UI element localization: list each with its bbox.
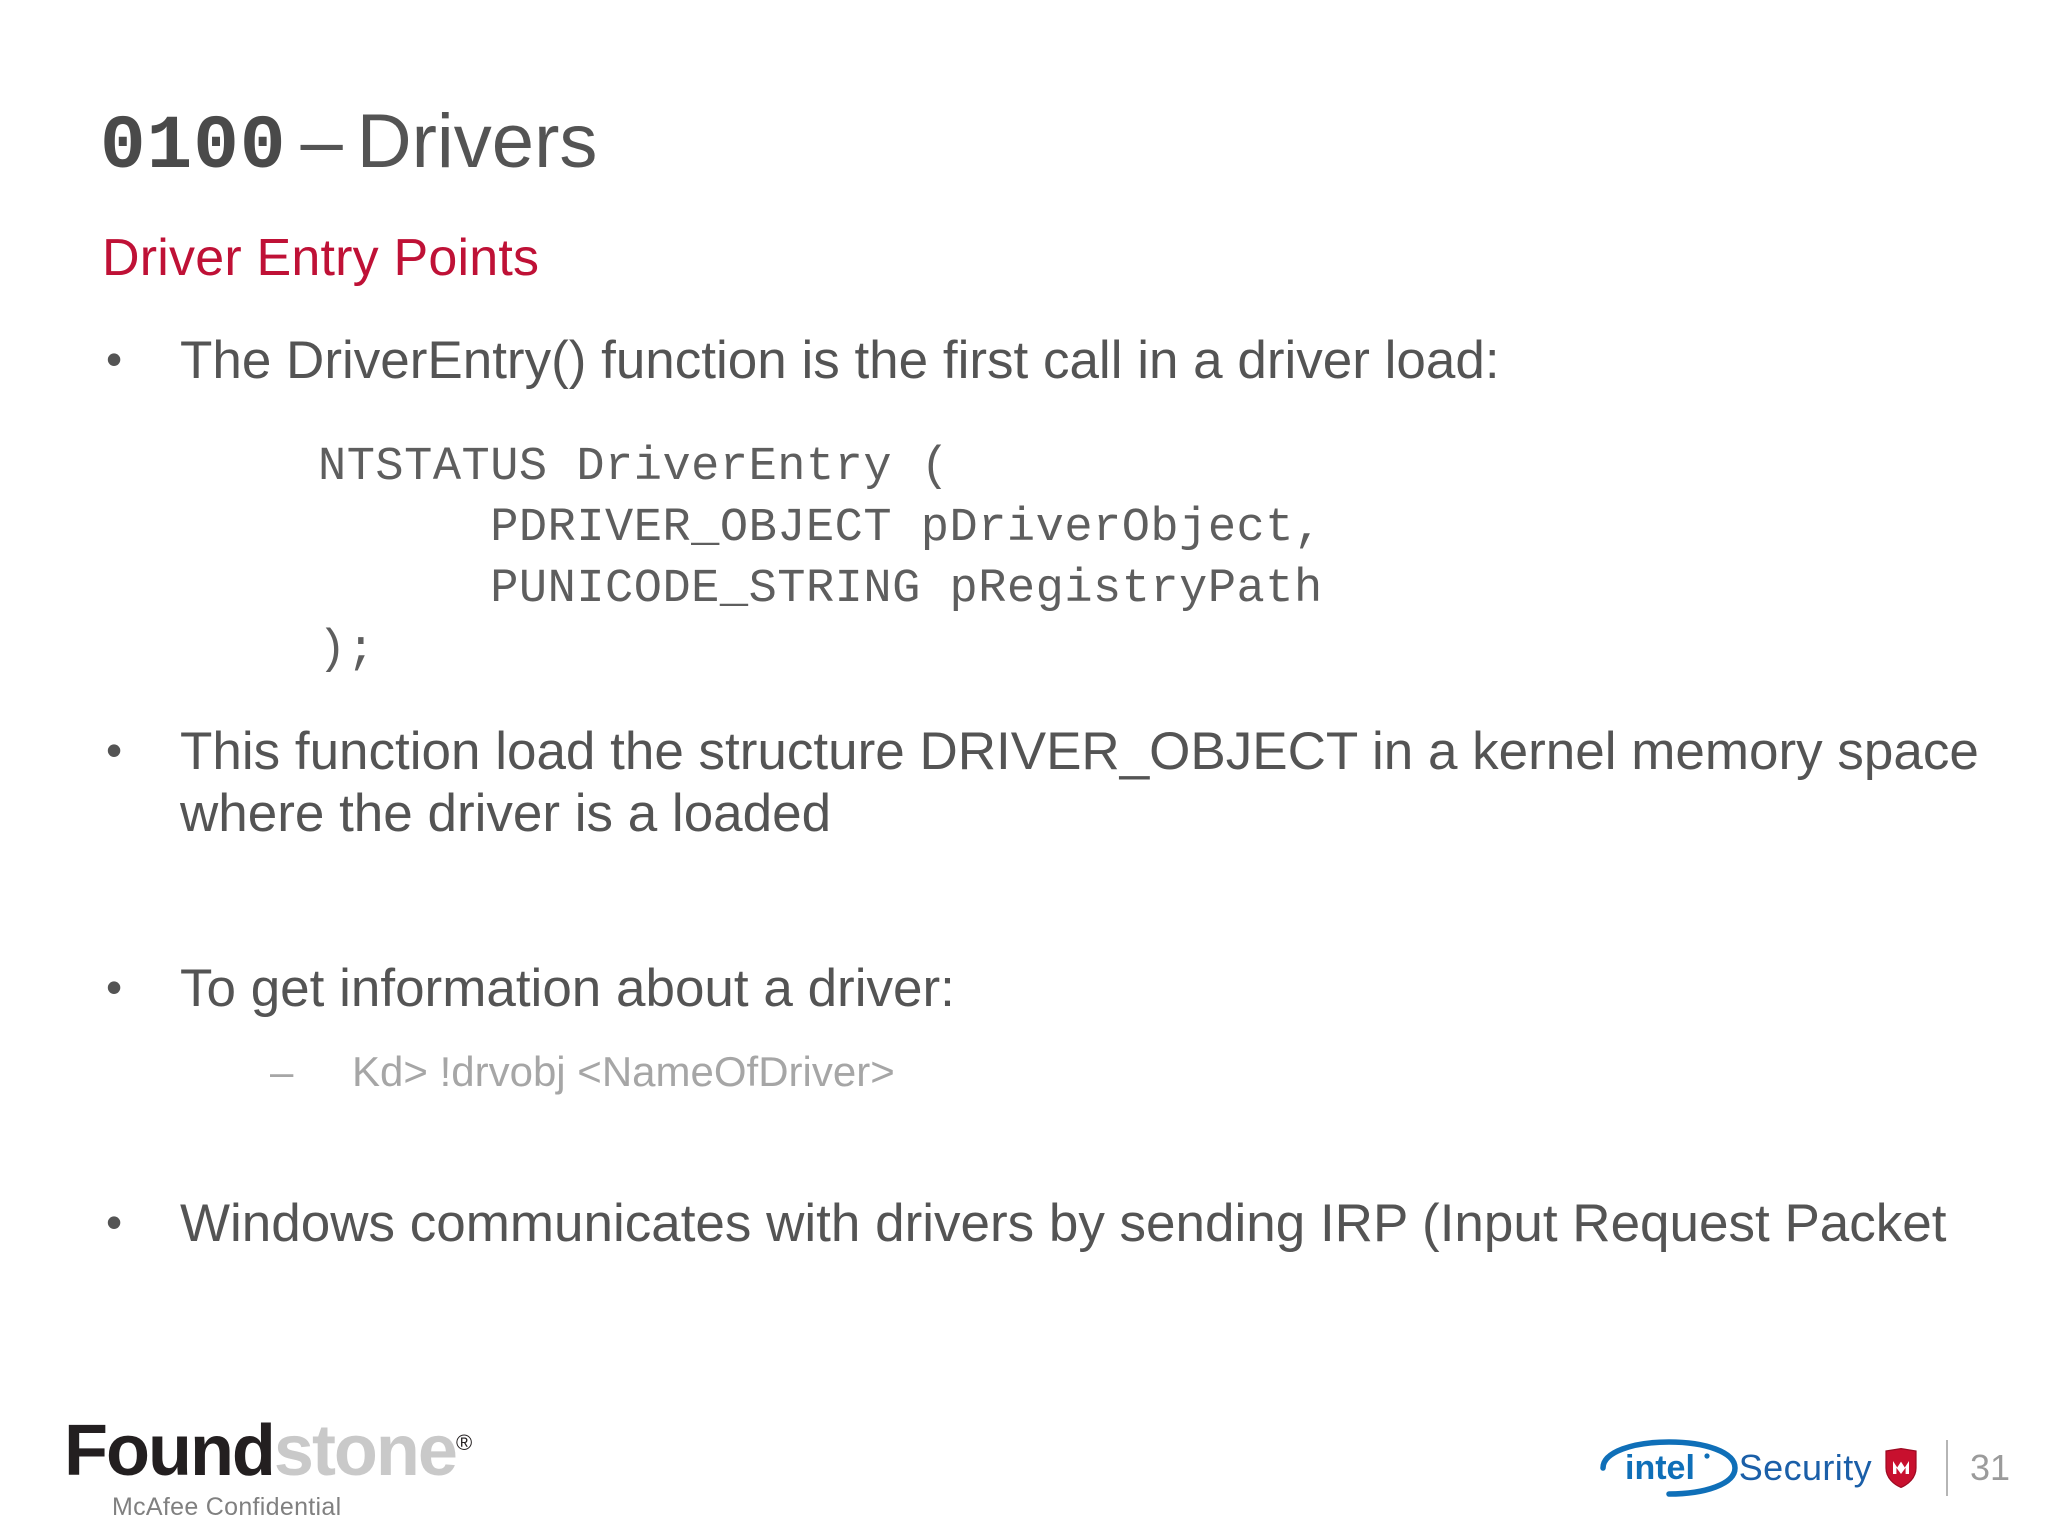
svg-text:intel: intel [1625, 1449, 1695, 1487]
intel-logo-icon: intel [1595, 1438, 1743, 1498]
code-block: NTSTATUS DriverEntry ( PDRIVER_OBJECT pD… [318, 440, 1323, 677]
bullet-marker-icon: • [106, 960, 123, 1013]
title-code-number: 0100 [100, 104, 287, 190]
slide-body: • The DriverEntry() function is the firs… [0, 330, 2048, 1255]
bullet-marker-icon: • [106, 333, 123, 385]
bullet-item: • The DriverEntry() function is the firs… [100, 330, 2048, 393]
bullet-text: This function load the structure DRIVER_… [180, 721, 1979, 844]
page-subtitle: Driver Entry Points [102, 229, 540, 287]
bullet-item: • This function load the structure DRIVE… [100, 721, 2048, 846]
page-title: 0100 – Drivers [100, 98, 597, 190]
footer-divider [1946, 1440, 1948, 1496]
intel-security-logo: intel Security 31 [1595, 1438, 2022, 1498]
title-word: Drivers [356, 99, 598, 184]
foundstone-stone-text: stone [273, 1411, 458, 1491]
sub-bullet-marker-icon: – [270, 1047, 294, 1095]
foundstone-wordmark: Foundstone® [64, 1415, 472, 1487]
sub-bullet-item: – Kd> !drvobj <NameOfDriver> [270, 1047, 1952, 1097]
foundstone-logo: Foundstone® McAfee Confidential [64, 1415, 472, 1522]
bullet-text: Windows communicates with drivers by sen… [180, 1193, 1947, 1253]
bullet-text: To get information about a driver: [180, 958, 955, 1018]
confidentiality-notice: McAfee Confidential [112, 1493, 342, 1521]
bullet-text: The DriverEntry() function is the first … [180, 331, 1500, 390]
registered-trademark-icon: ® [455, 1430, 472, 1455]
security-wordmark: Security [1738, 1447, 1872, 1488]
spacer [0, 1021, 2048, 1047]
spacer [0, 1097, 2048, 1193]
bullet-item: • Windows communicates with drivers by s… [100, 1193, 2048, 1256]
title-dash: – [300, 99, 343, 184]
bullet-marker-icon: • [106, 1195, 123, 1248]
foundstone-found-text: Found [64, 1411, 276, 1491]
bullet-marker-icon: • [106, 723, 123, 776]
spacer [0, 846, 2048, 958]
sub-bullet-text: Kd> !drvobj <NameOfDriver> [352, 1047, 895, 1095]
mcafee-shield-icon [1884, 1447, 1918, 1489]
page-number: 31 [1970, 1447, 2011, 1488]
bullet-item: • To get information about a driver: [100, 958, 2048, 1021]
